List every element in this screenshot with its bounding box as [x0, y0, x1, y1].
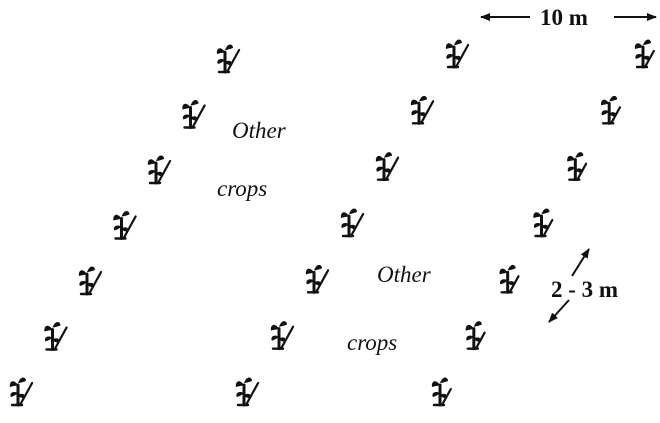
plant-icon [147, 155, 172, 185]
plant-icon [601, 95, 622, 125]
plant-icon [634, 39, 655, 69]
other-crops-label-1-line1: Other [232, 118, 287, 143]
plant-icon [305, 264, 330, 294]
other-crops-label-1-line2: crops [217, 176, 267, 201]
row-spacing-label: 10 m [540, 5, 588, 30]
other-crops-label-2-line1: Other [377, 262, 432, 287]
plant-icon [9, 377, 34, 407]
plant-icon [445, 39, 470, 69]
plant-icon [465, 321, 486, 351]
plant-icon [44, 322, 68, 351]
plant-icon [375, 152, 400, 182]
row-right [431, 39, 655, 407]
plant-icon [78, 266, 103, 296]
plant-icon [410, 95, 435, 125]
plant-icon [113, 211, 137, 240]
plant-icon [182, 100, 206, 129]
plant-icon [431, 377, 452, 407]
plant-icon [533, 208, 554, 238]
row-left [9, 44, 241, 407]
plant-spacing-label: 2 - 3 m [551, 277, 618, 302]
plant-icon [216, 44, 241, 74]
plant-icon [567, 152, 588, 182]
plant-spacing-dimension: 2 - 3 m [548, 248, 618, 323]
plant-icon [499, 264, 520, 294]
row-spacing-dimension: 10 m [480, 5, 657, 30]
plant-spacing-arrow-down [548, 299, 570, 323]
other-crops-label-2-line2: crops [347, 330, 397, 355]
plant-icon [340, 208, 365, 238]
plant-icon [270, 321, 295, 351]
plant-rows [9, 39, 655, 407]
plant-icon [235, 377, 260, 407]
row-middle [235, 39, 470, 407]
plant-spacing-arrow-up [571, 248, 590, 277]
